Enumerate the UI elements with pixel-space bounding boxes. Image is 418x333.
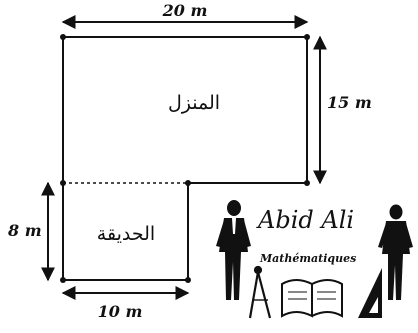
- corner-points: [60, 34, 310, 283]
- house-outline: [62, 36, 308, 184]
- watermark-logo: Abid Ali Mathématiques: [216, 200, 413, 319]
- watermark-subtitle: Mathématiques: [259, 252, 356, 265]
- dim-label-left: 8 m: [7, 221, 42, 240]
- dim-label-right: 15 m: [327, 93, 372, 112]
- person-figure-left: [216, 200, 251, 300]
- watermark-name: Abid Ali: [256, 206, 354, 234]
- garden-outline: [62, 183, 189, 281]
- dim-label-top: 20 m: [162, 1, 208, 20]
- set-square-icon: [358, 268, 382, 318]
- house-label: المنزل: [168, 92, 220, 114]
- person-figure-right: [378, 204, 413, 300]
- compass-icon: [248, 265, 272, 319]
- open-book-icon: [281, 279, 343, 318]
- garden-label: الحديقة: [97, 223, 155, 245]
- dim-label-bottom: 10 m: [98, 302, 143, 321]
